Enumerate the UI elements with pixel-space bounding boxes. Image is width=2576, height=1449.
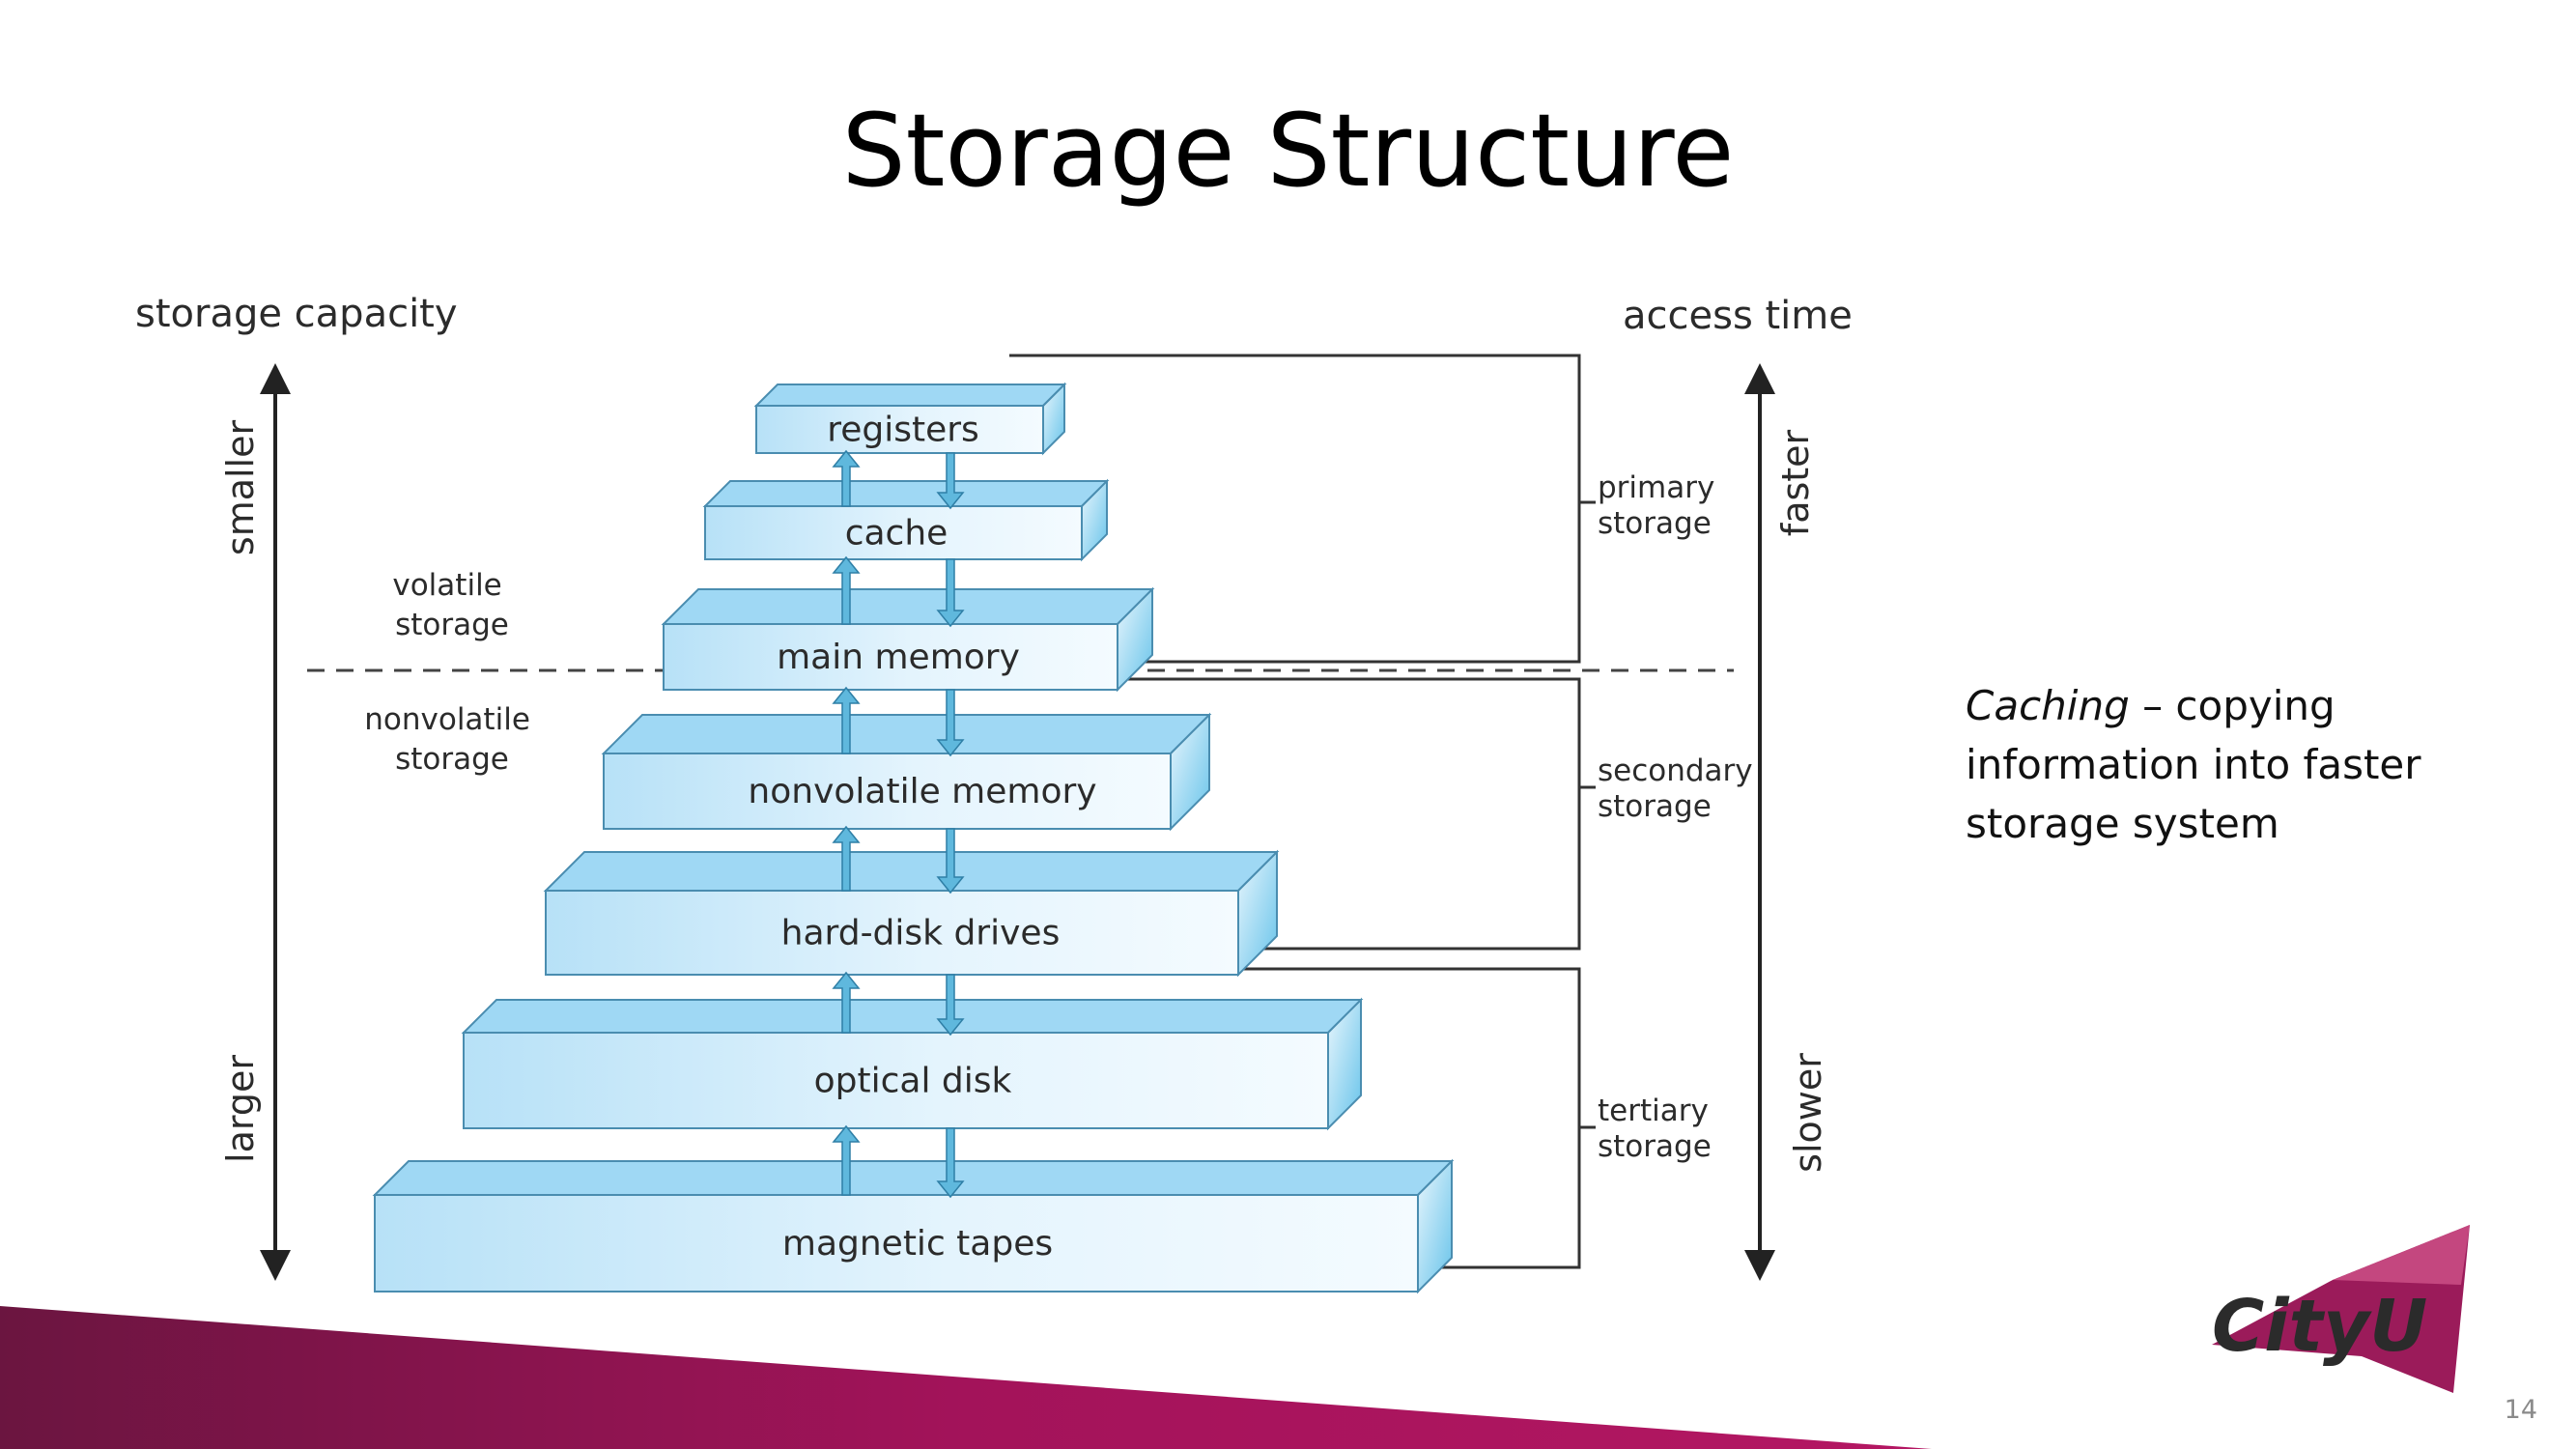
level-top-face <box>601 714 1212 754</box>
nonvolatile-line-2: storage <box>395 742 509 777</box>
level-label: magnetic tapes <box>782 1224 1053 1264</box>
level-front-face <box>545 890 1239 976</box>
up-arrow <box>832 449 861 507</box>
volatile-storage-label: volatile storage <box>392 568 511 642</box>
down-arrow <box>936 1127 965 1199</box>
level-hard-disk-drives: hard-disk drives <box>543 849 1280 978</box>
cityu-logo: CityU <box>2212 1225 2470 1393</box>
level-magnetic-tapes: magnetic tapes <box>372 1158 1455 1294</box>
slide-title: Storage Structure <box>841 92 1735 210</box>
primary-line-2: storage <box>1598 506 1712 541</box>
storage-capacity-heading: storage capacity <box>135 292 458 336</box>
caching-caption: Caching – copying information into faste… <box>1966 676 2506 853</box>
level-top-face <box>661 588 1155 625</box>
down-arrow <box>936 689 965 757</box>
tertiary-line-2: storage <box>1598 1129 1712 1164</box>
level-front-face <box>755 405 1044 454</box>
smaller-label: smaller <box>219 420 262 556</box>
level-top-face <box>702 480 1110 507</box>
down-arrow <box>936 828 965 895</box>
level-label: optical disk <box>814 1062 1012 1101</box>
up-arrow <box>832 825 861 892</box>
faster-label: faster <box>1774 429 1817 536</box>
down-arrow <box>936 558 965 628</box>
secondary-line-2: storage <box>1598 789 1712 824</box>
primary-storage-bracket <box>1009 354 1596 664</box>
level-front-face <box>603 753 1172 830</box>
volatile-line-1: volatile <box>392 568 501 603</box>
level-label: cache <box>845 514 948 554</box>
tertiary-storage-label: tertiary storage <box>1598 1094 1718 1164</box>
caching-term: Caching <box>1966 682 2130 729</box>
level-top-face <box>372 1160 1455 1196</box>
level-front-face <box>463 1032 1329 1129</box>
slower-label: slower <box>1787 1053 1829 1173</box>
down-arrow <box>936 974 965 1037</box>
level-front-face <box>663 623 1118 691</box>
level-top-face <box>753 384 1067 407</box>
primary-storage-label: primary storage <box>1598 470 1724 541</box>
level-front-face <box>374 1194 1419 1293</box>
up-arrow <box>832 555 861 625</box>
level-nonvolatile-memory: nonvolatile memory <box>601 712 1212 832</box>
primary-line-1: primary <box>1598 470 1714 505</box>
secondary-line-1: secondary <box>1598 753 1753 788</box>
volatile-line-2: storage <box>395 608 509 642</box>
level-label: hard-disk drives <box>781 914 1061 953</box>
level-label: nonvolatile memory <box>748 772 1096 811</box>
secondary-storage-bracket <box>1009 677 1596 951</box>
level-label: main memory <box>777 638 1020 677</box>
nonvolatile-line-1: nonvolatile <box>364 702 530 737</box>
caching-definition: – copying information into faster storag… <box>1966 682 2421 847</box>
level-cache: cache <box>702 478 1110 562</box>
level-label: registers <box>827 411 979 450</box>
secondary-storage-label: secondary storage <box>1598 753 1763 824</box>
down-arrow <box>936 452 965 510</box>
storage-levels: registers cache main memory nonvolatile mem… <box>372 382 1455 1294</box>
level-top-face <box>543 851 1280 892</box>
up-arrow <box>832 686 861 754</box>
level-main-memory: main memory <box>661 586 1155 693</box>
tertiary-line-1: tertiary <box>1598 1094 1709 1128</box>
up-arrow <box>832 971 861 1034</box>
level-front-face <box>704 505 1083 560</box>
cityu-logo-highlight <box>2333 1225 2470 1285</box>
up-arrow <box>832 1124 861 1196</box>
level-optical-disk: optical disk <box>461 997 1364 1131</box>
cityu-logo-text: CityU <box>2212 1285 2427 1368</box>
larger-label: larger <box>219 1055 262 1163</box>
access-time-heading: access time <box>1623 294 1853 338</box>
level-top-face <box>461 999 1364 1034</box>
brand-ribbon <box>0 1306 1932 1449</box>
transfer-arrows <box>832 449 965 1199</box>
page-number: 14 <box>2504 1395 2537 1425</box>
level-registers: registers <box>753 382 1067 456</box>
nonvolatile-storage-label: nonvolatile storage <box>364 702 540 777</box>
